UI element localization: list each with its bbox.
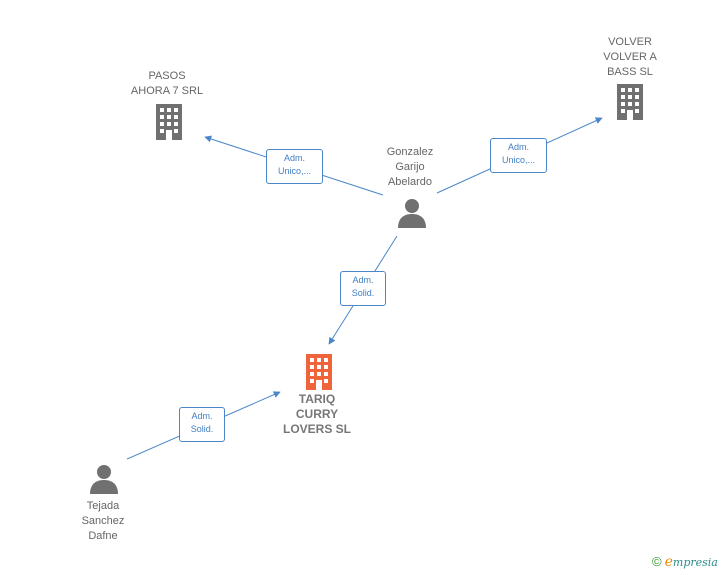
company-name-line: LOVERS SL	[282, 422, 351, 436]
relation-text: Solid.	[190, 424, 214, 434]
brand-watermark: ©empresia	[652, 554, 718, 570]
building-icon[interactable]	[153, 104, 185, 140]
person-name-line: Tejada	[86, 500, 120, 512]
relation-text: Unico,...	[277, 166, 311, 176]
person-label-tejada[interactable]: Tejada Sanchez Dafne	[43, 499, 163, 544]
relation-text: Unico,...	[501, 155, 535, 165]
copyright-icon: ©	[652, 554, 662, 569]
person-name-line: Gonzalez	[386, 146, 434, 158]
relation-text: Adm.	[352, 275, 374, 285]
company-label-volver[interactable]: VOLVER VOLVER A BASS SL	[570, 35, 690, 80]
relation-text: Adm.	[507, 142, 529, 152]
person-label-gonzalez[interactable]: Gonzalez Garijo Abelardo	[350, 145, 470, 190]
relation-badge-gonzalez-pasos[interactable]: Adm. Unico,...	[266, 149, 323, 184]
relation-badge-gonzalez-tariq[interactable]: Adm. Solid.	[340, 271, 386, 306]
person-name-line: Abelardo	[387, 176, 433, 188]
relation-text: Solid.	[351, 288, 375, 298]
person-name-line: Garijo	[395, 161, 425, 173]
company-name-line: BASS SL	[607, 66, 653, 78]
company-label-pasos[interactable]: PASOS AHORA 7 SRL	[107, 69, 227, 99]
company-label-tariq[interactable]: TARIQ CURRY LOVERS SL	[257, 392, 377, 437]
company-name-line: PASOS	[148, 70, 186, 82]
person-name-line: Dafne	[88, 530, 118, 542]
building-icon[interactable]	[303, 354, 335, 390]
company-name-line: TARIQ	[298, 392, 336, 406]
company-name-line: VOLVER	[608, 36, 652, 48]
person-name-line: Sanchez	[81, 515, 125, 527]
company-name-line: CURRY	[295, 407, 339, 421]
company-name-line: VOLVER A	[603, 51, 657, 63]
company-name-line: AHORA 7 SRL	[130, 85, 204, 97]
relation-badge-tejada-tariq[interactable]: Adm. Solid.	[179, 407, 225, 442]
brand-logo-initial: e	[664, 554, 673, 570]
person-icon[interactable]	[397, 198, 427, 228]
building-icon[interactable]	[614, 84, 646, 120]
relation-badge-gonzalez-volver[interactable]: Adm. Unico,...	[490, 138, 547, 173]
relation-text: Adm.	[283, 153, 305, 163]
brand-logo-text: mpresia	[672, 556, 718, 569]
relation-text: Adm.	[191, 411, 213, 421]
person-icon[interactable]	[89, 464, 119, 494]
